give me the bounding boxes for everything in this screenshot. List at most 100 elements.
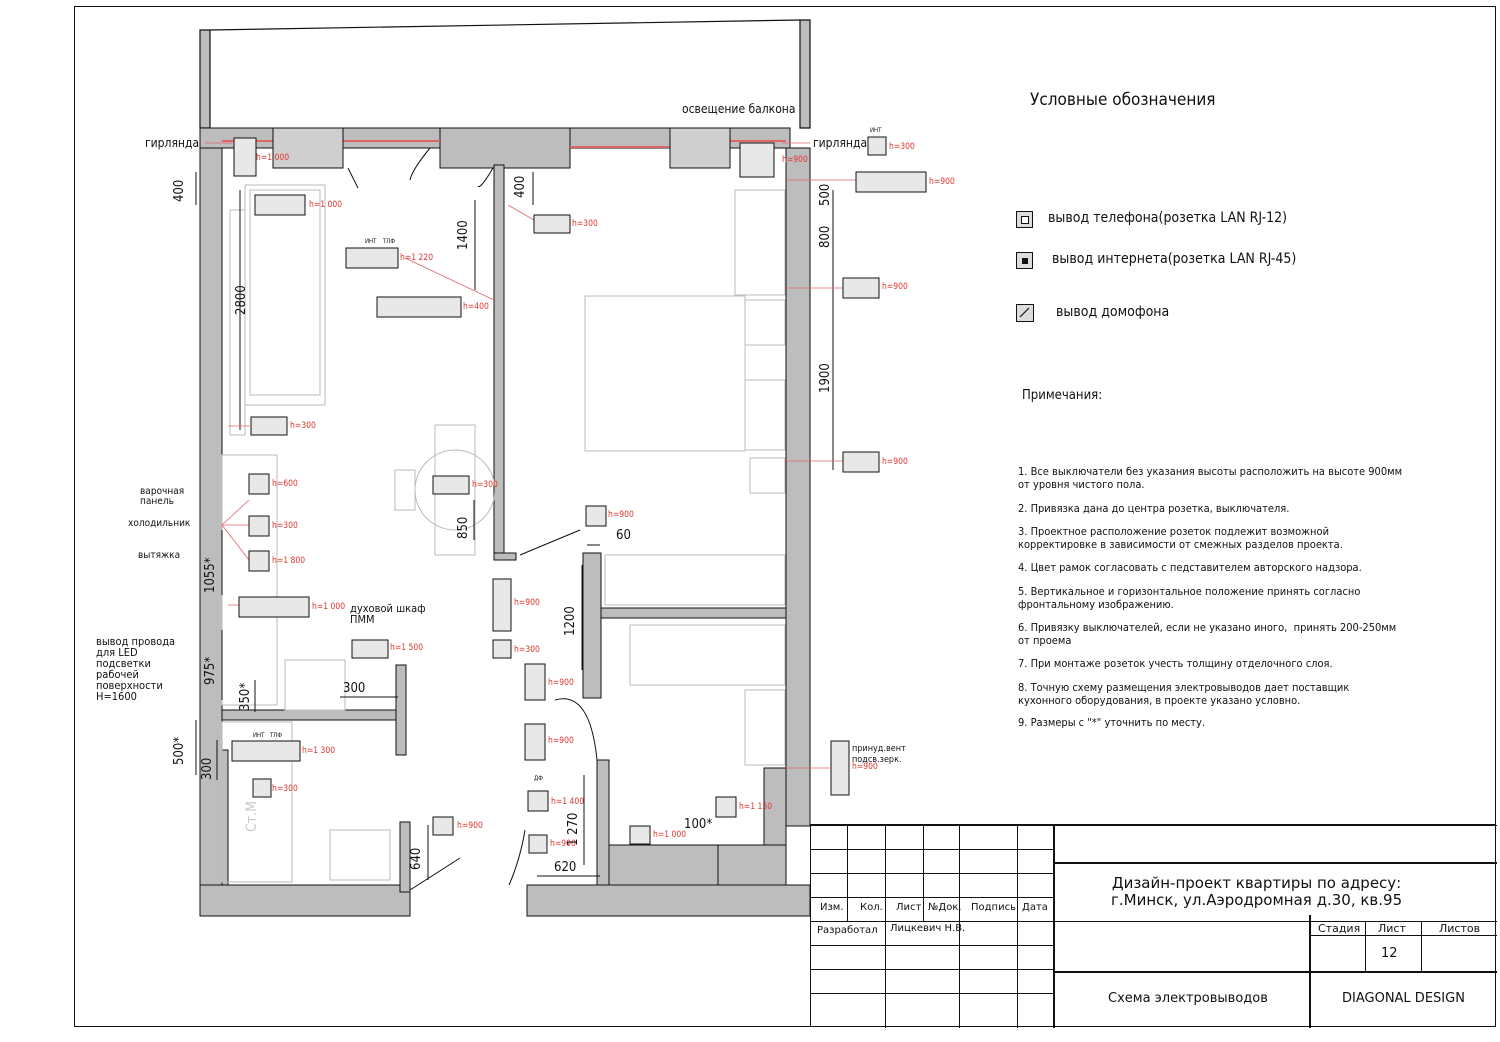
height-label: h=1 300 [302,746,336,756]
legend-title: Условные обозначения [1030,90,1216,110]
height-label: h=300 [472,480,498,490]
tag-int-2: ИНТ [253,732,265,739]
height-label: h=900 [782,155,808,165]
dim-1055: 1055* [203,557,218,593]
sheet-frame [74,6,1496,1027]
dim-975: 975* [203,656,218,685]
note-1: 1. Все выключатели без указания высоты р… [1018,465,1403,491]
dim-1400: 1400 [456,220,471,250]
dim-1270: 1 270 [566,812,581,846]
height-label: h=1 000 [256,153,290,163]
doors [347,147,598,891]
label-garland-left: гирлянда [145,136,200,150]
col-list: Лист [896,902,922,913]
height-label: h=300 [572,219,598,229]
height-label: h=1 000 [653,830,687,840]
furniture [221,184,786,883]
dim-60: 60 [616,528,631,543]
dim-2800: 2800 [234,285,249,315]
height-label: h=1 800 [272,556,306,566]
label-hood: вытяжка [138,550,181,561]
dim-500-star: 500* [172,736,187,765]
height-label: h=1 150 [739,802,773,812]
dim-300-left: 300 [200,757,215,780]
height-label: h=900 [457,821,483,831]
col-kol: Кол. [860,902,883,913]
height-label: h=900 [882,282,908,292]
height-label: h=400 [463,302,489,312]
tag-tlf-1: ТЛФ [383,238,396,245]
height-label: h=1 220 [400,253,434,263]
col-data: Дата [1022,902,1048,913]
note-2: 2. Привязка дана до центра розетка, выкл… [1018,502,1290,515]
label-balcony-light: освещение балкона [682,102,796,116]
sheets-label: Листов [1439,922,1481,935]
legend-internet: вывод интернета(розетка LAN RJ-45) [1052,251,1297,267]
project-title: Дизайн-проект квартиры по адресу: г.Минс… [1111,874,1403,909]
col-izm: Изм. [820,902,844,913]
label-garland-right: гирлянда [813,136,868,150]
dim-300-kitchen: 300 [343,681,366,696]
height-label: h=1 000 [309,200,343,210]
internet-outlet-icon [1016,252,1033,269]
height-label: h=900 [608,510,634,520]
height-label: h=900 [852,762,878,772]
dim-1200: 1200 [563,606,578,636]
height-label: h=300 [272,521,298,531]
dim-500: 500 [818,183,833,206]
note-9: 9. Размеры с "*" уточнить по месту. [1018,716,1206,729]
dim-620: 620 [554,860,577,875]
height-label: h=900 [548,678,574,688]
note-8: 8. Точную схему размещения электровыводо… [1018,681,1350,707]
height-label: h=900 [548,736,574,746]
socket-groups [231,136,927,854]
dim-400-mid: 400 [513,175,528,198]
height-label: h=900 [550,839,576,849]
tag-int-3: ИНТ [870,127,882,134]
label-oven: духовой шкаф ПММ [350,602,426,626]
height-label: h=300 [514,645,540,655]
height-label: h=300 [290,421,316,431]
dim-640: 640 [409,847,424,870]
dim-1900: 1900 [818,363,833,393]
label-washing-machine: Ст.М [244,800,260,832]
note-4: 4. Цвет рамок согласовать с педставителе… [1018,561,1362,574]
company-name: DIAGONAL DESIGN [1342,991,1465,1006]
tag-tlf-2: ТЛФ [270,732,283,739]
tag-int-1: ИНТ [365,238,377,245]
height-label: h=600 [272,479,298,489]
col-ndok: №Док. [928,902,962,913]
developed-by-label: Разработал [817,925,878,936]
notes-title: Примечания: [1022,388,1103,403]
legend-phone: вывод телефона(розетка LAN RJ-12) [1048,210,1288,226]
intercom-outlet-icon [1016,304,1034,322]
note-6: 6. Привязку выключателей, если не указан… [1018,621,1397,647]
balcony [199,19,811,130]
height-label: h=900 [514,598,540,608]
height-label: h=1 000 [312,602,346,612]
height-label: h=1 400 [551,797,585,807]
label-led-wire: вывод провода для LED подсветки рабочей … [96,635,176,703]
dim-400-left: 400 [172,179,187,202]
legend-intercom: вывод домофона [1056,304,1170,320]
stage-label: Стадия [1318,922,1361,935]
height-label: h=900 [929,177,955,187]
height-label: h=900 [882,457,908,467]
label-fridge: холодильник [128,518,191,529]
height-label: h=1 500 [390,643,424,653]
note-7: 7. При монтаже розеток учесть толщину от… [1018,657,1333,670]
dimension-lines [195,172,834,880]
dim-800: 800 [818,225,833,248]
dim-100-star: 100* [684,817,713,832]
leader-lines [205,142,856,769]
height-label: h=300 [272,784,298,794]
author-name: Лицкевич Н.В. [890,923,966,934]
col-podpis: Подпись [971,902,1016,913]
dim-850: 850 [456,516,471,539]
label-hob: варочная панель [140,486,185,507]
tag-df: ДФ [534,775,543,782]
dim-350: 350* [238,682,253,711]
sheet-number: 12 [1381,946,1398,961]
